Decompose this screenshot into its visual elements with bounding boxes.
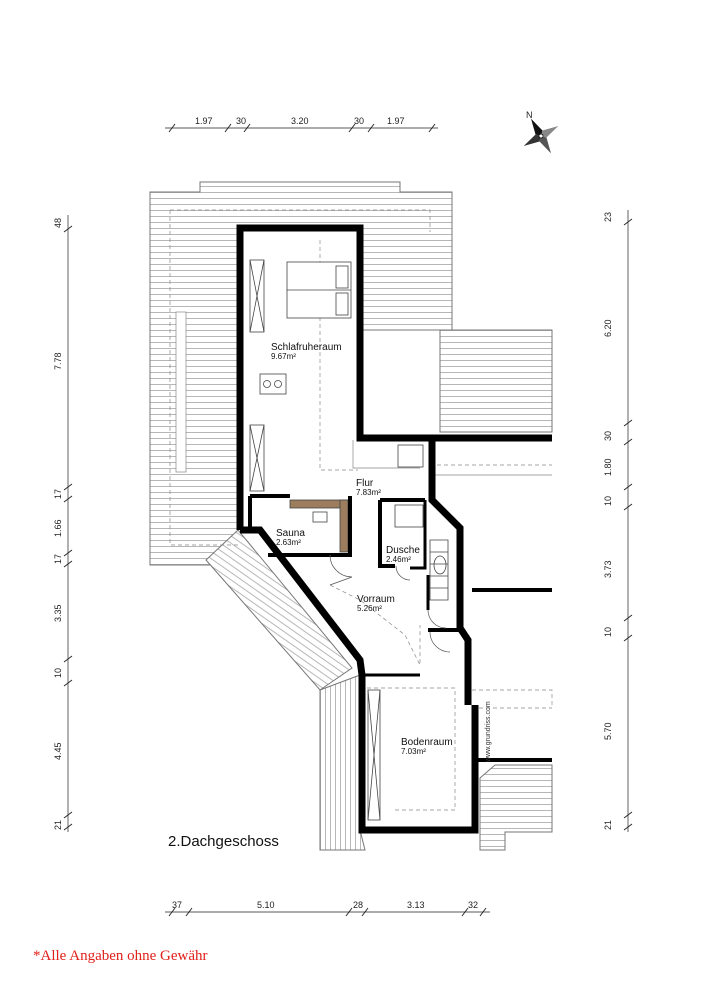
room-area-vorraum: 5.26m² [357, 604, 382, 613]
room-name-bodenraum: Bodenraum [401, 737, 453, 748]
svg-text:10: 10 [603, 627, 613, 637]
room-area-flur: 7.83m² [356, 488, 381, 497]
sauna-bench [289, 499, 349, 509]
watermark: www.grundriss.com [485, 701, 492, 763]
svg-text:1.97: 1.97 [387, 116, 405, 126]
svg-text:37: 37 [172, 900, 182, 910]
room-area-dusche: 2.46m² [386, 555, 411, 564]
stove [259, 373, 287, 395]
roof-surfaces [149, 181, 553, 851]
dimension-labels-bottom: 37 5.10 28 3.13 32 [172, 900, 478, 910]
dimension-labels-right: 23 6.20 30 1.80 10 3.73 10 5.70 21 [603, 212, 613, 830]
svg-text:48: 48 [53, 218, 63, 228]
svg-text:7.78: 7.78 [53, 352, 63, 370]
svg-text:3.73: 3.73 [603, 560, 613, 578]
svg-text:30: 30 [354, 116, 364, 126]
dimension-ticks [63, 123, 633, 917]
roof-right-upper [439, 329, 553, 433]
svg-text:1.66: 1.66 [53, 519, 63, 537]
svg-text:3.20: 3.20 [291, 116, 309, 126]
svg-text:21: 21 [603, 820, 613, 830]
svg-text:5.70: 5.70 [603, 722, 613, 740]
svg-text:6.20: 6.20 [603, 319, 613, 337]
room-area-bodenraum: 7.03m² [401, 747, 426, 756]
room-name-dusche: Dusche [386, 545, 420, 556]
room-name-vorraum: Vorraum [357, 594, 395, 605]
walls [236, 224, 552, 834]
disclaimer: *Alle Angaben ohne Gewähr [33, 948, 208, 964]
svg-text:3.35: 3.35 [53, 604, 63, 622]
svg-text:10: 10 [53, 668, 63, 678]
compass-rose-icon [523, 118, 559, 154]
room-labels: Schlafruheraum 9.67m² Flur 7.83m² Sauna … [271, 342, 453, 756]
floor-title: 2.Dachgeschoss [168, 833, 279, 850]
roof-bottom-left [319, 674, 366, 851]
shower-tray [394, 504, 424, 528]
svg-text:5.10: 5.10 [257, 900, 275, 910]
svg-text:17: 17 [53, 489, 63, 499]
toilet [433, 555, 447, 575]
roof-left-diagonal [205, 529, 353, 691]
svg-text:17: 17 [53, 554, 63, 564]
interior-lines [169, 209, 553, 811]
svg-text:10: 10 [603, 496, 613, 506]
svg-text:30: 30 [603, 431, 613, 441]
roof-bottom-right [479, 764, 553, 851]
dimension-labels-top: 1.97 30 3.20 30 1.97 [195, 116, 405, 126]
stair [429, 539, 449, 601]
svg-text:32: 32 [468, 900, 478, 910]
svg-text:3.13: 3.13 [407, 900, 425, 910]
furniture [249, 259, 449, 821]
svg-text:4.45: 4.45 [53, 742, 63, 760]
dimension-labels-left: 48 7.78 17 1.66 17 3.35 10 4.45 21 [53, 218, 63, 830]
room-name-schlafruheraum: Schlafruheraum [271, 342, 342, 353]
svg-text:1.97: 1.97 [195, 116, 213, 126]
svg-text:30: 30 [236, 116, 246, 126]
room-name-flur: Flur [356, 478, 374, 489]
roof-strip-left [175, 311, 187, 473]
compass-north-label: N [526, 110, 533, 120]
flur-sink [397, 444, 424, 468]
door-swings [329, 554, 451, 653]
dimension-lines [67, 127, 629, 913]
room-area-schlafruheraum: 9.67m² [271, 352, 296, 361]
svg-text:28: 28 [353, 900, 363, 910]
svg-text:23: 23 [603, 212, 613, 222]
svg-text:21: 21 [53, 820, 63, 830]
room-area-sauna: 2.63m² [276, 538, 301, 547]
room-name-sauna: Sauna [276, 528, 305, 539]
svg-text:1.80: 1.80 [603, 458, 613, 476]
